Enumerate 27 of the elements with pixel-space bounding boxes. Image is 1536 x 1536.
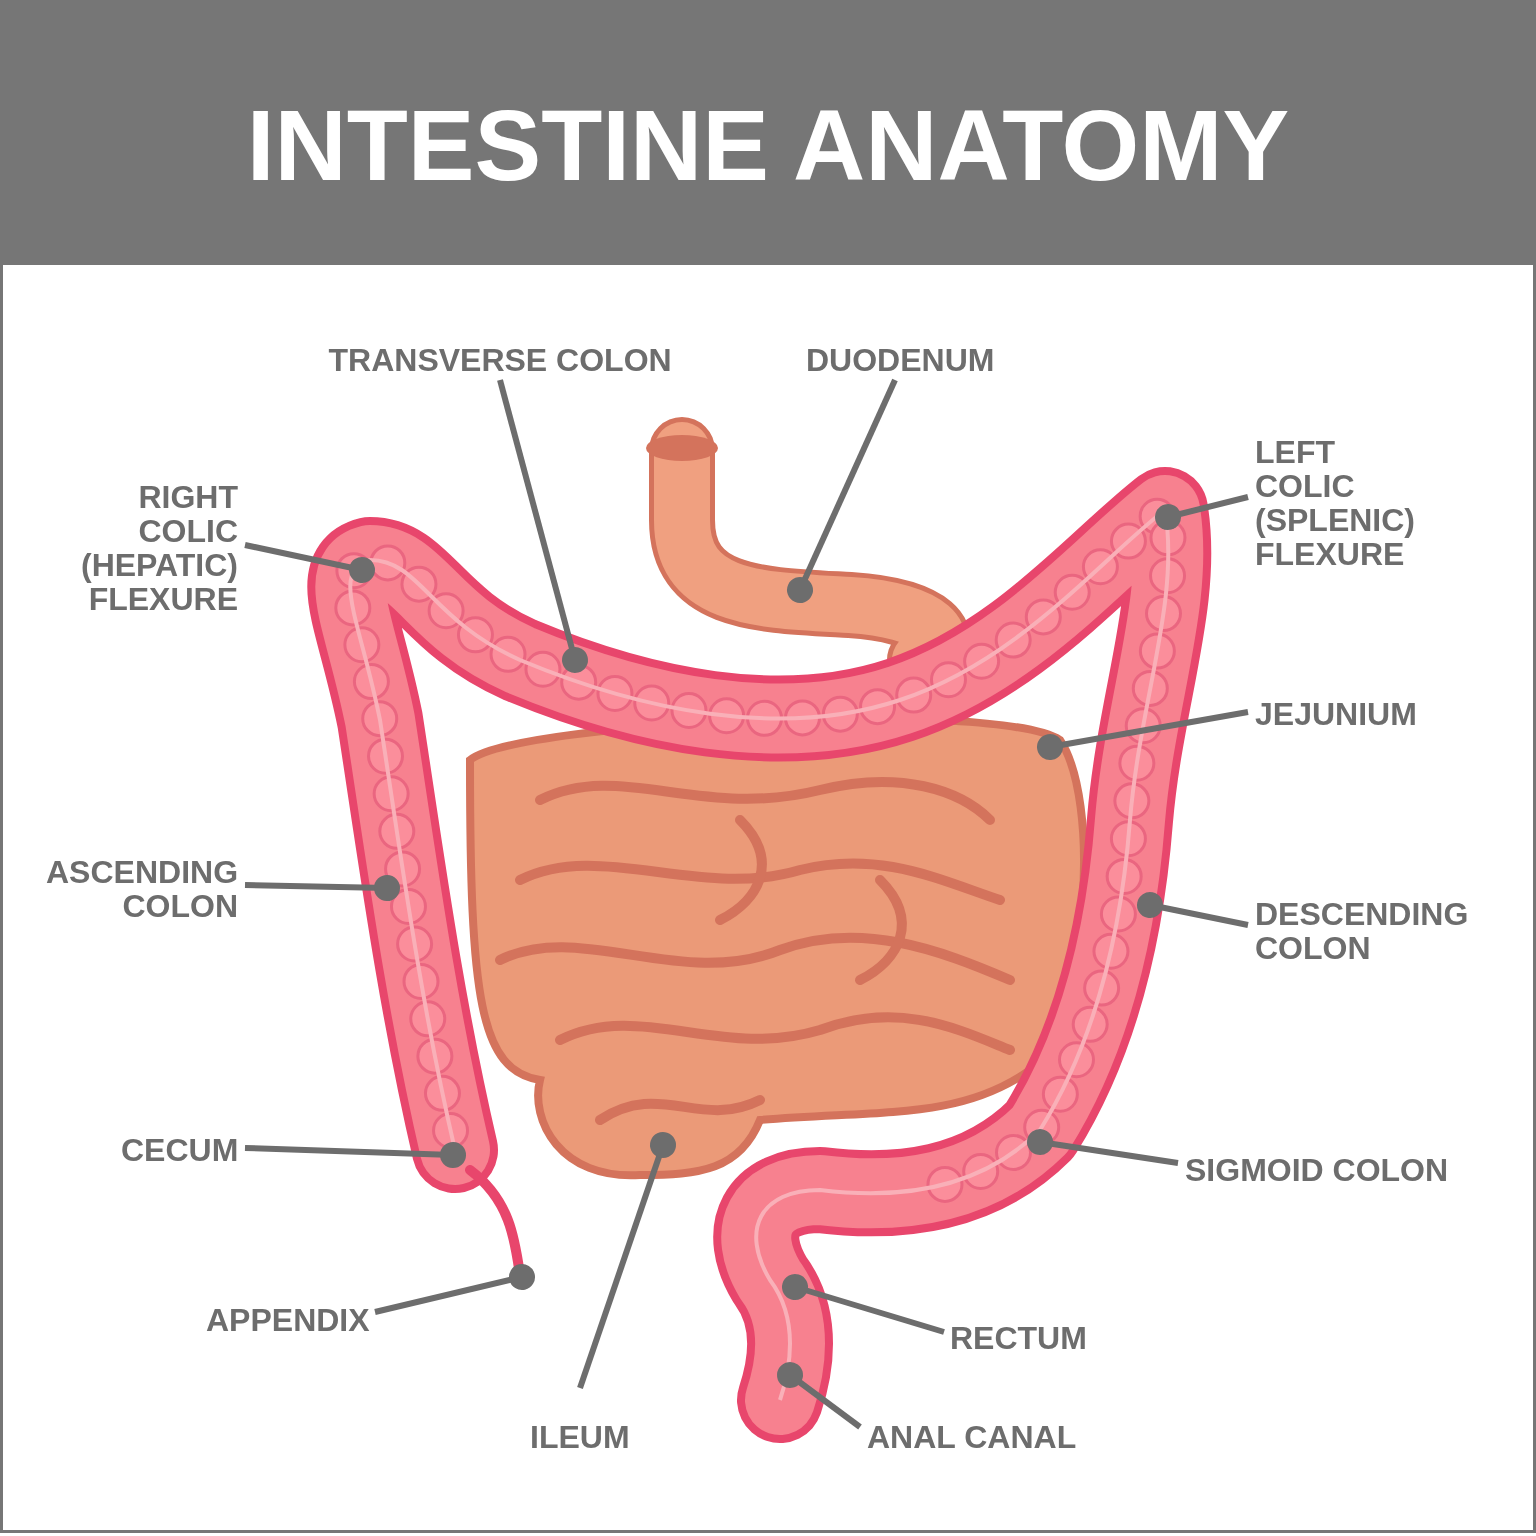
- leader-line: [1027, 1129, 1179, 1166]
- leader-line: [244, 1142, 466, 1168]
- leader-line: [787, 378, 898, 603]
- part-label: DUODENUM: [806, 343, 995, 377]
- part-label: ANAL CANAL: [867, 1420, 1077, 1454]
- leader-line: [244, 542, 375, 583]
- part-label: RECTUM: [950, 1321, 1087, 1355]
- part-label: CECUM: [121, 1133, 239, 1167]
- part-label: JEJUNIUM: [1255, 697, 1417, 731]
- leader-line: [1137, 892, 1249, 928]
- part-label: ILEUM: [530, 1420, 630, 1454]
- part-label: RIGHT COLIC (HEPATIC) FLEXURE: [81, 480, 238, 616]
- part-label: LEFT COLIC (SPLENIC) FLEXURE: [1255, 435, 1415, 571]
- part-label: DESCENDING COLON: [1255, 897, 1469, 965]
- leader-line: [782, 1274, 945, 1335]
- leader-line: [1037, 709, 1249, 760]
- leader-line: [374, 1264, 535, 1315]
- part-label: APPENDIX: [206, 1303, 370, 1337]
- leader-line: [1155, 494, 1249, 530]
- title: INTESTINE ANATOMY: [245, 95, 1291, 195]
- part-label: TRANSVERSE COLON: [328, 343, 672, 377]
- leader-line: [244, 875, 400, 901]
- part-label: ASCENDING COLON: [46, 855, 238, 923]
- leader-line: [777, 1362, 862, 1430]
- leader-line: [577, 1132, 676, 1389]
- leader-line: [497, 379, 588, 673]
- part-label: SIGMOID COLON: [1185, 1153, 1449, 1187]
